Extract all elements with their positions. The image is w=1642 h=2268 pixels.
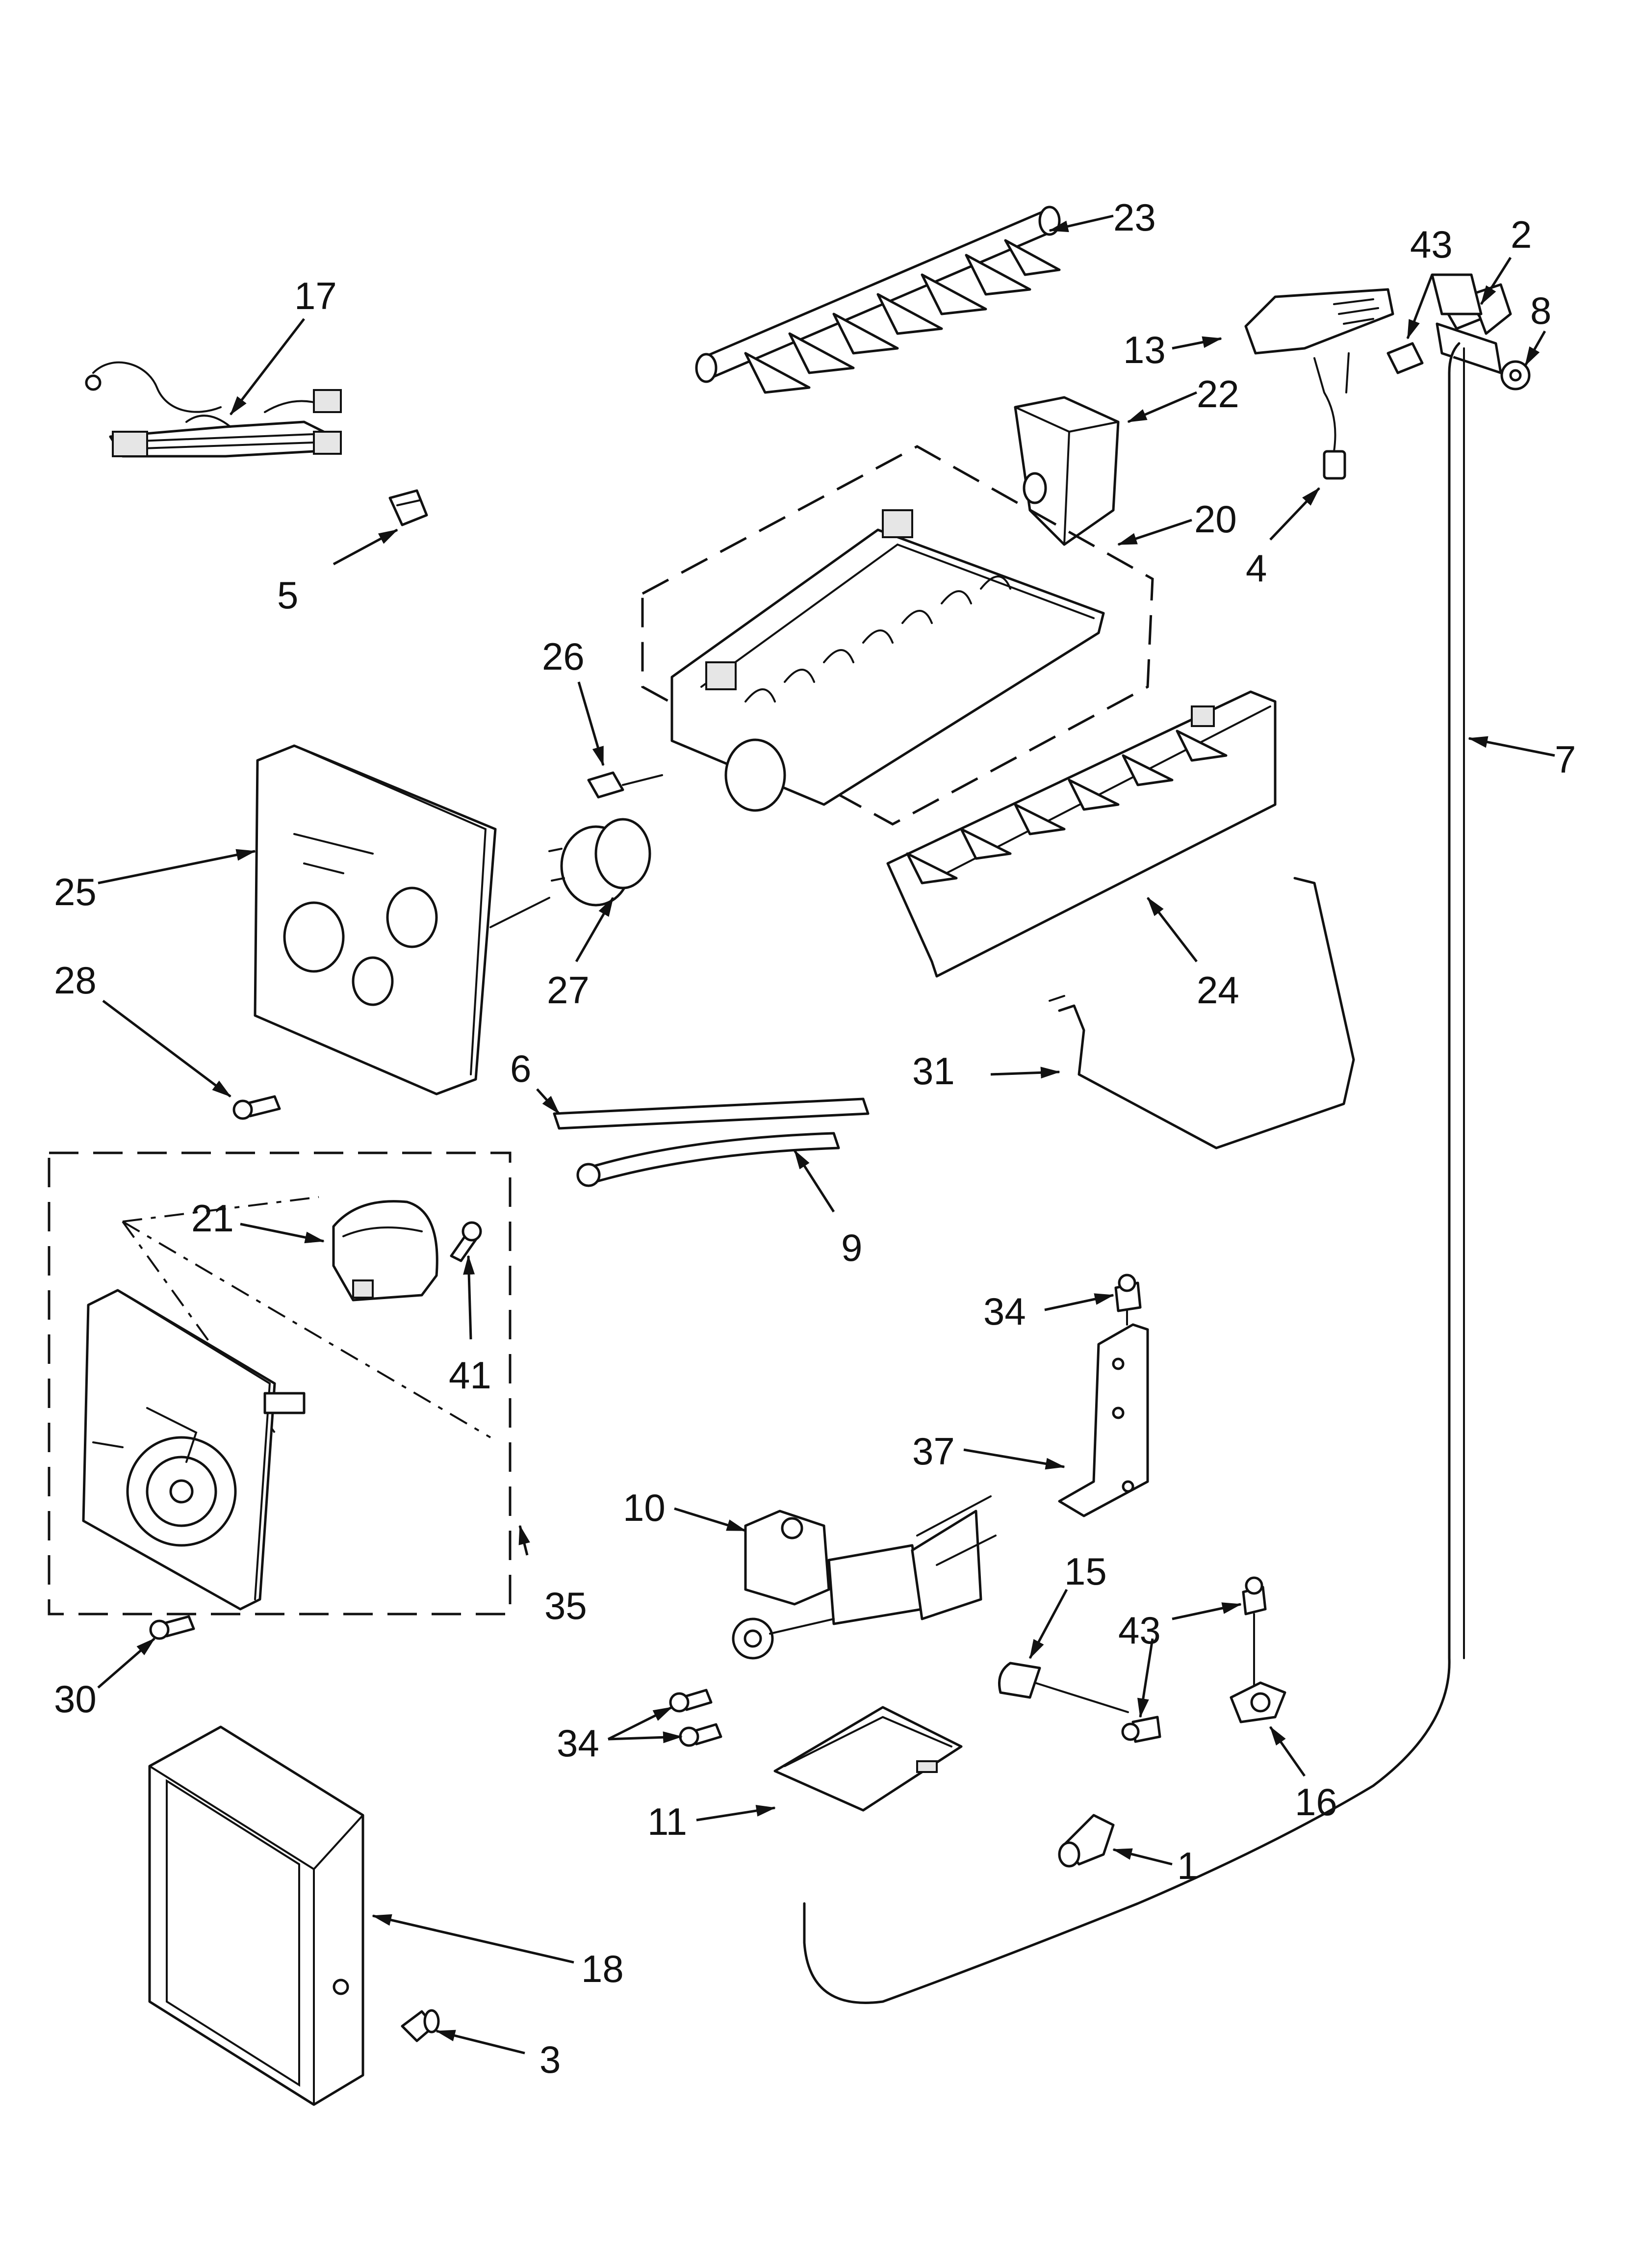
callout-23: 23 — [1113, 196, 1156, 239]
callout-3: 3 — [539, 2038, 561, 2081]
screw-28-part — [232, 1095, 281, 1120]
shutoff-arm-part — [1049, 877, 1355, 1149]
clamp-16-part — [1230, 1681, 1286, 1723]
callout-17: 17 — [294, 274, 337, 317]
callout-2: 2 — [1511, 213, 1532, 256]
screw-30-part — [149, 1615, 195, 1640]
screw-34-top-part — [1114, 1274, 1142, 1326]
clip-part — [388, 489, 428, 526]
callout-30: 30 — [54, 1677, 97, 1721]
callout-9: 9 — [841, 1226, 862, 1269]
callout-27: 27 — [547, 968, 590, 1012]
tube-9-part — [576, 1132, 840, 1187]
mold-part — [670, 509, 1105, 812]
callout-26: 26 — [542, 635, 585, 678]
front-cover-part — [148, 1725, 364, 2106]
bracket-13-part — [1244, 288, 1394, 355]
callout-43-top: 43 — [1410, 223, 1453, 266]
water-valve-part — [732, 1495, 997, 1660]
callout-4: 4 — [1246, 547, 1267, 590]
callout-10: 10 — [623, 1486, 666, 1529]
callout-1: 1 — [1177, 1844, 1198, 1887]
callout-20: 20 — [1194, 497, 1237, 541]
callout-21: 21 — [191, 1197, 234, 1240]
callout-41: 41 — [449, 1354, 491, 1397]
callout-15: 15 — [1064, 1550, 1107, 1593]
fill-cup-part — [1014, 396, 1120, 546]
callout-13: 13 — [1123, 328, 1166, 371]
callout-18: 18 — [581, 1947, 624, 1990]
callout-34-top: 34 — [983, 1290, 1026, 1333]
ejector-part — [695, 206, 1061, 394]
callout-7: 7 — [1555, 738, 1576, 781]
fastener-3-part — [401, 2009, 440, 2042]
callout-labels: 23 17 43 2 8 13 22 20 4 5 26 7 25 28 27 … — [54, 196, 1576, 2081]
elbow-fitting-part — [1058, 1814, 1115, 1868]
callout-6: 6 — [510, 1047, 531, 1090]
screw-41-part — [450, 1221, 482, 1262]
callout-11: 11 — [647, 1800, 687, 1843]
callout-43-bottom: 43 — [1118, 1609, 1161, 1652]
callout-34-bottom: 34 — [557, 1721, 599, 1765]
control-housing-part — [254, 744, 550, 1095]
tube-6-part — [553, 1097, 870, 1130]
screw-34-bottom-part — [669, 1689, 722, 1747]
callout-37: 37 — [912, 1430, 955, 1473]
callout-24: 24 — [1197, 968, 1239, 1012]
callout-31: 31 — [912, 1049, 955, 1093]
connector-part — [548, 771, 663, 907]
callout-22: 22 — [1197, 372, 1239, 416]
stripper-part — [886, 690, 1277, 978]
motor-part — [332, 1200, 438, 1302]
callout-28: 28 — [54, 959, 97, 1002]
mold-outline — [641, 445, 1154, 826]
callout-35: 35 — [544, 1584, 587, 1627]
wire-harness-part — [85, 361, 342, 458]
callout-16: 16 — [1295, 1780, 1337, 1824]
clamp-15-part — [998, 1662, 1161, 1743]
mounting-bracket-37-part — [1058, 1323, 1149, 1517]
module-plate-part — [82, 1289, 306, 1611]
callout-25: 25 — [54, 870, 97, 913]
callout-5: 5 — [277, 574, 298, 617]
thermostat-part — [1313, 352, 1350, 480]
mounting-plate-11-part — [773, 1706, 963, 1812]
leader-lines — [97, 214, 1555, 2055]
screw-43-lower-part — [1242, 1576, 1267, 1689]
callout-8: 8 — [1530, 289, 1551, 332]
